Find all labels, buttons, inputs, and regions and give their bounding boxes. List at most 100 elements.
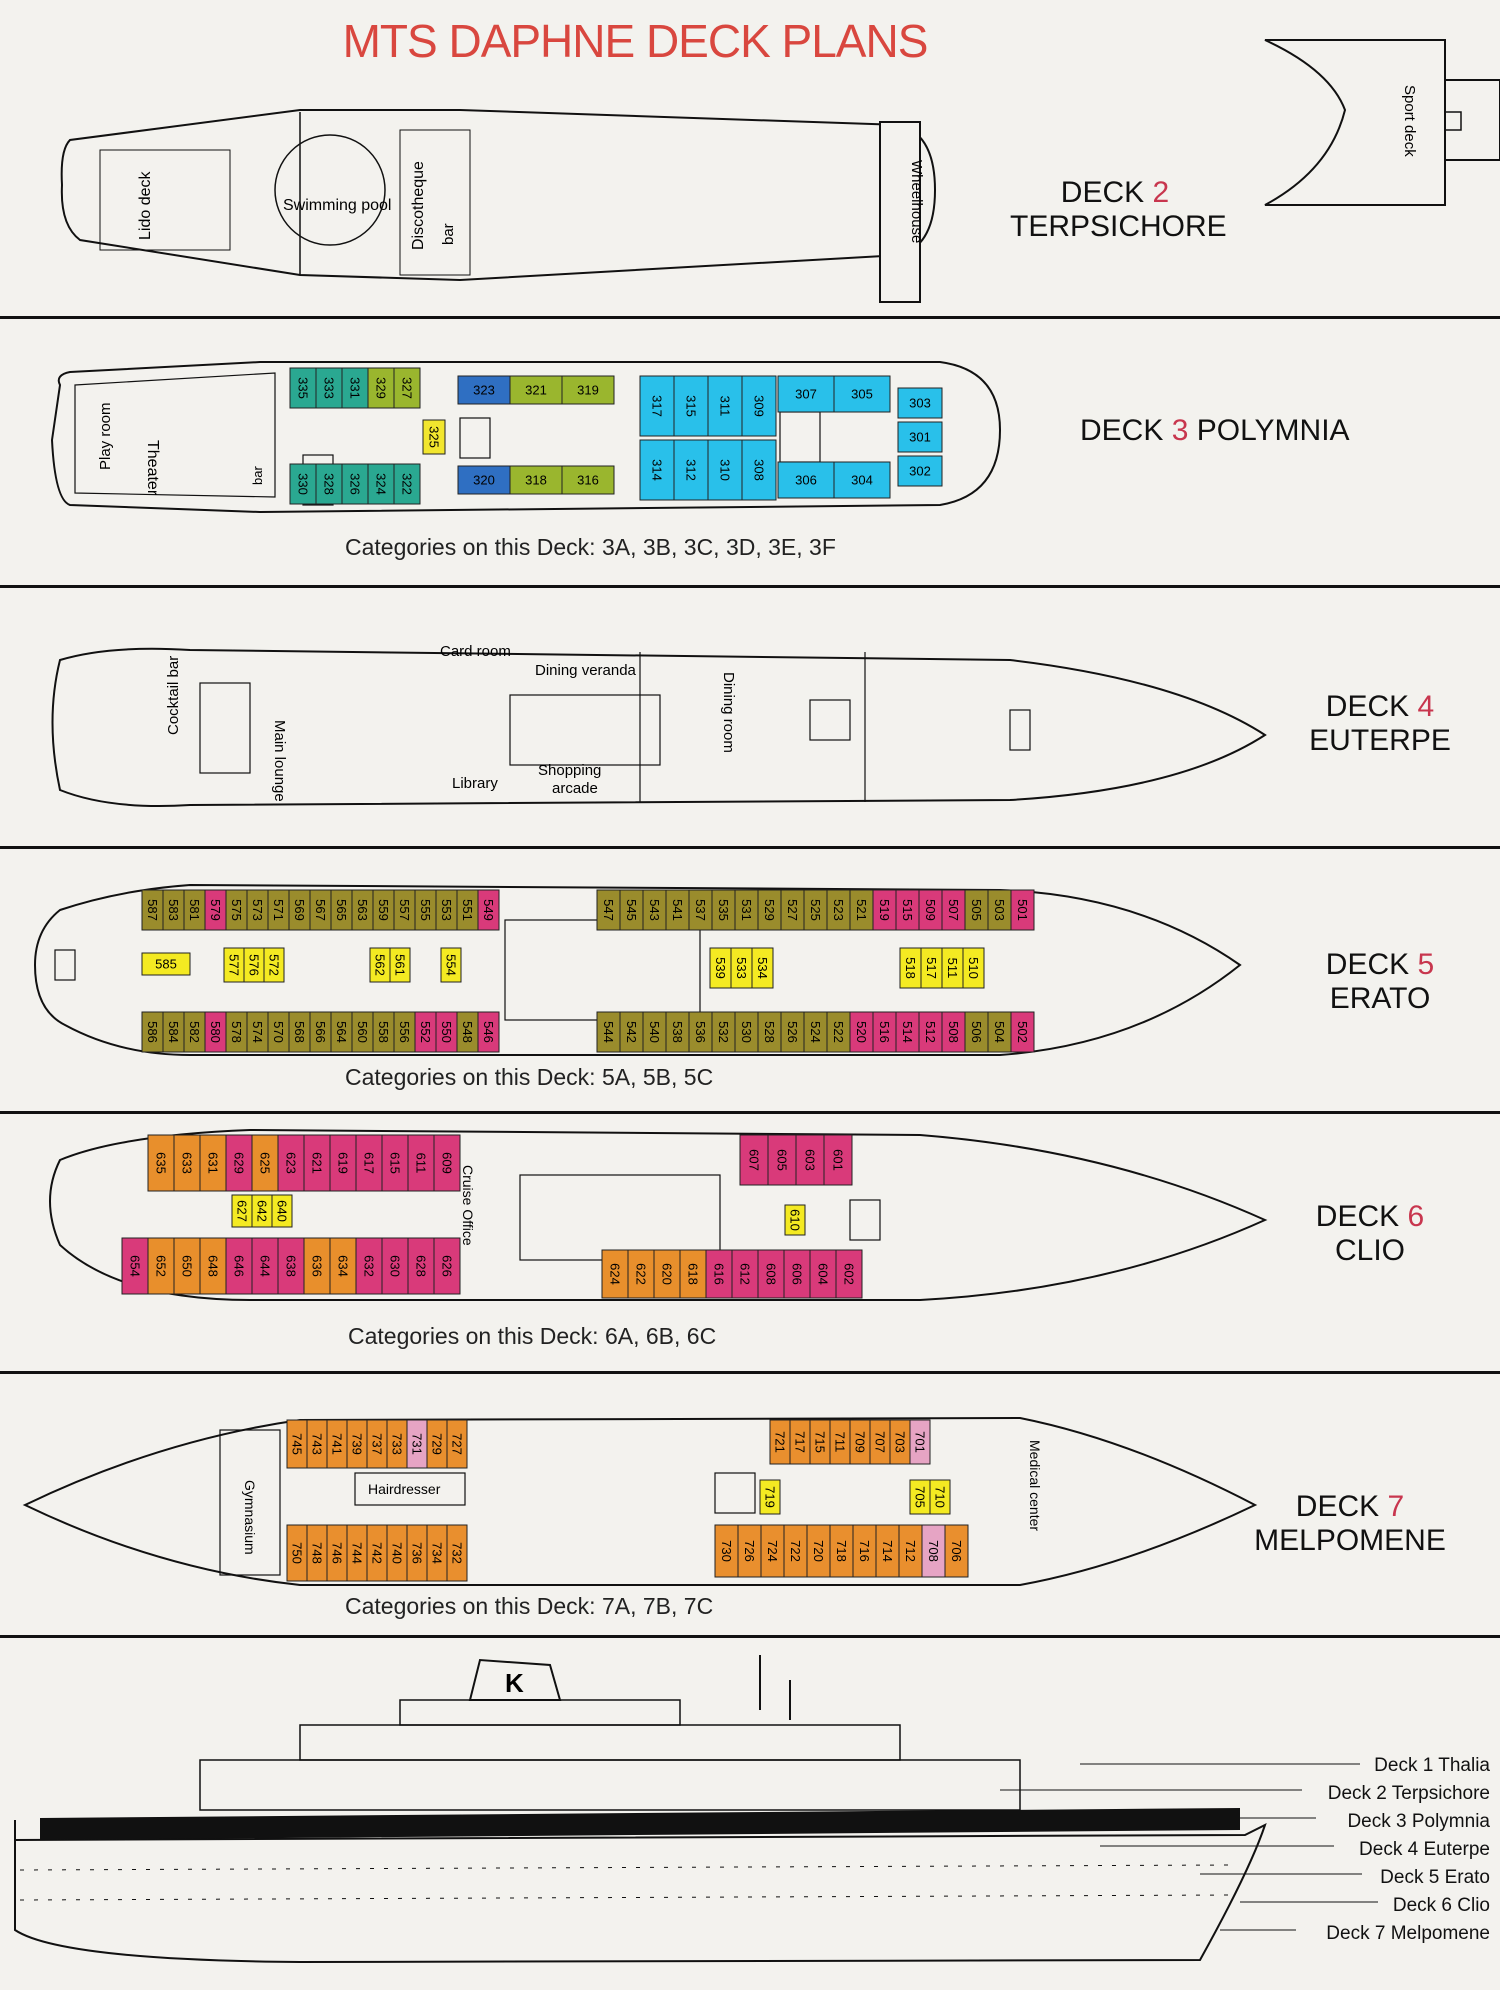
cabin-number: 708	[926, 1540, 941, 1562]
cabin-605	[767, 1134, 797, 1186]
cabin-number: 308	[752, 459, 767, 481]
cabin-number: 737	[370, 1433, 385, 1455]
cabin-number: 329	[374, 377, 389, 399]
legend-item: Deck 1 Thalia	[1374, 1755, 1490, 1776]
ship-profile: K	[14, 1655, 1378, 1964]
disco-label: Discotheque	[410, 161, 427, 250]
cabin-number: 524	[808, 1021, 823, 1043]
library-label: Library	[452, 775, 498, 792]
cabin-number: 572	[267, 954, 282, 976]
cabin-number: 528	[762, 1021, 777, 1043]
cabin-number: 320	[473, 473, 495, 488]
cabin-640	[271, 1194, 293, 1228]
cabin-number: 531	[739, 899, 754, 921]
deck3-bar-label: bar	[250, 466, 265, 485]
cabin-629	[225, 1134, 253, 1192]
cabin-325	[422, 419, 446, 455]
cabin-number: 515	[900, 899, 915, 921]
cabin-number: 304	[851, 473, 873, 488]
cabin-625	[251, 1134, 279, 1192]
cabin-number: 560	[355, 1021, 370, 1043]
pool-label: Swimming pool	[283, 197, 391, 214]
cabin-number: 324	[374, 473, 389, 495]
cabin-604	[809, 1249, 837, 1299]
cabin-number: 541	[670, 899, 685, 921]
cabin-number: 618	[686, 1263, 701, 1285]
cabin-322	[393, 463, 421, 505]
cabin-number: 302	[909, 464, 931, 479]
cabin-number: 727	[450, 1433, 465, 1455]
cabin-number: 558	[376, 1021, 391, 1043]
cabin-510	[962, 947, 985, 989]
cabin-number: 620	[660, 1263, 675, 1285]
cabin-585	[141, 952, 191, 976]
sport-deck	[1264, 39, 1446, 206]
cabin-number: 316	[577, 473, 599, 488]
divider	[0, 1371, 1500, 1374]
cabin-631	[199, 1134, 227, 1192]
cabin-number: 551	[460, 899, 475, 921]
legend-item: Deck 7 Melpomene	[1326, 1923, 1490, 1944]
cabin-number: 580	[208, 1021, 223, 1043]
cabin-number: 333	[322, 377, 337, 399]
cabin-number: 638	[284, 1255, 299, 1277]
cabin-number: 576	[247, 954, 262, 976]
cabin-number: 521	[854, 899, 869, 921]
cabin-626	[433, 1237, 461, 1295]
deck-legend: Deck 1 Thalia Deck 2 Terpsichore Deck 3 …	[1326, 1752, 1490, 1948]
deck7-categories: Categories on this Deck: 7A, 7B, 7C	[345, 1593, 714, 1619]
play-room-label: Play room	[97, 402, 114, 470]
divider	[0, 846, 1500, 849]
wheelhouse	[879, 121, 921, 303]
cabin-329	[367, 367, 395, 409]
cabin-333	[315, 367, 343, 409]
cabin-number: 511	[945, 958, 960, 979]
cabin-number: 555	[418, 899, 433, 921]
cabin-number: 582	[187, 1021, 202, 1043]
cabin-602	[835, 1249, 863, 1299]
cabin-number: 630	[388, 1255, 403, 1277]
dining-veranda-label: Dining veranda	[535, 662, 637, 679]
cabin-number: 309	[752, 395, 767, 417]
cabin-328	[315, 463, 343, 505]
cabin-number: 328	[322, 473, 337, 495]
cabin-number: 730	[719, 1540, 734, 1562]
cabin-number: 605	[775, 1149, 790, 1171]
cabin-534	[751, 947, 774, 989]
cruise-office-label: Cruise Office	[460, 1165, 476, 1246]
cabin-number: 736	[410, 1542, 425, 1564]
cabin-502	[1010, 1011, 1035, 1053]
cabin-number: 583	[166, 899, 181, 921]
cabin-501	[1010, 889, 1035, 931]
cabin-621	[303, 1134, 331, 1192]
cabin-number: 624	[608, 1263, 623, 1285]
cabin-number: 717	[793, 1431, 808, 1453]
cabin-number: 612	[738, 1263, 753, 1285]
cabin-number: 732	[450, 1542, 465, 1564]
cabin-number: 742	[370, 1542, 385, 1564]
cabin-number: 319	[577, 383, 599, 398]
cabin-number: 554	[444, 954, 459, 976]
cabin-number: 501	[1015, 899, 1030, 921]
cabin-number: 504	[992, 1021, 1007, 1043]
cabin-number: 628	[414, 1255, 429, 1277]
cabin-318	[509, 465, 563, 495]
cabin-number: 631	[206, 1152, 221, 1174]
cabin-623	[277, 1134, 305, 1192]
cabin-628	[407, 1237, 435, 1295]
cabin-615	[381, 1134, 409, 1192]
cabin-305	[833, 375, 891, 413]
cabin-309	[741, 375, 777, 437]
cabin-701	[909, 1419, 931, 1465]
cabin-number: 549	[481, 899, 496, 921]
cabin-number: 325	[427, 426, 442, 448]
cabin-number: 565	[334, 899, 349, 921]
cabin-554	[440, 947, 462, 983]
cabin-number: 746	[330, 1542, 345, 1564]
cabin-number: 706	[949, 1540, 964, 1562]
cabin-number: 503	[992, 899, 1007, 921]
shopping-label-1: Shopping	[538, 762, 601, 779]
cabin-number: 607	[747, 1149, 762, 1171]
